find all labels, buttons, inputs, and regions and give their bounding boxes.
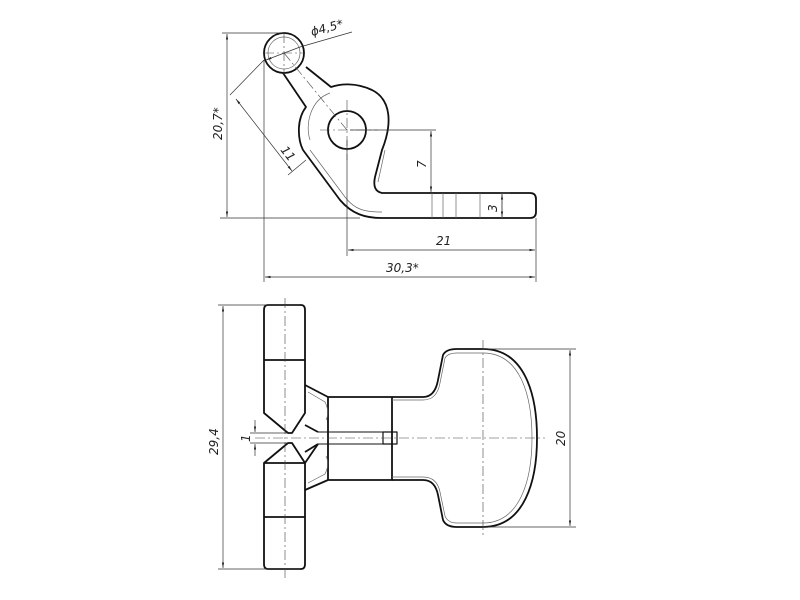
shaft bbox=[304, 384, 393, 491]
upper-leg bbox=[263, 304, 306, 434]
tangent-lines bbox=[307, 92, 503, 218]
dim-thickness-label: 3 bbox=[486, 204, 500, 212]
dim-width-label: 30,3* bbox=[386, 261, 419, 275]
top-view: ϕ4,5* 20,7* 11 7 3 21 30,3* bbox=[211, 17, 537, 282]
bottom-center-lines bbox=[255, 298, 545, 578]
dim-head-width-label: 20 bbox=[554, 430, 568, 446]
dim-arm-line bbox=[235, 98, 293, 172]
dim-step-label: 7 bbox=[415, 160, 429, 168]
bottom-extension-lines bbox=[218, 304, 576, 570]
center-lines bbox=[264, 33, 378, 160]
bottom-view: 29,4 1 20 bbox=[207, 298, 576, 578]
part-outline bbox=[282, 66, 537, 219]
gap-lines bbox=[318, 431, 383, 445]
dim-diameter-leader bbox=[265, 31, 353, 61]
dim-overall-height-label: 29,4 bbox=[207, 428, 221, 455]
dim-tab-label: 21 bbox=[436, 234, 451, 248]
dim-arm-label: 11 bbox=[278, 143, 298, 164]
extension-lines bbox=[220, 32, 537, 282]
dim-gap-label: 1 bbox=[239, 434, 253, 442]
lower-leg bbox=[263, 442, 306, 570]
head bbox=[392, 348, 538, 528]
dim-height-label: 20,7* bbox=[211, 107, 225, 140]
